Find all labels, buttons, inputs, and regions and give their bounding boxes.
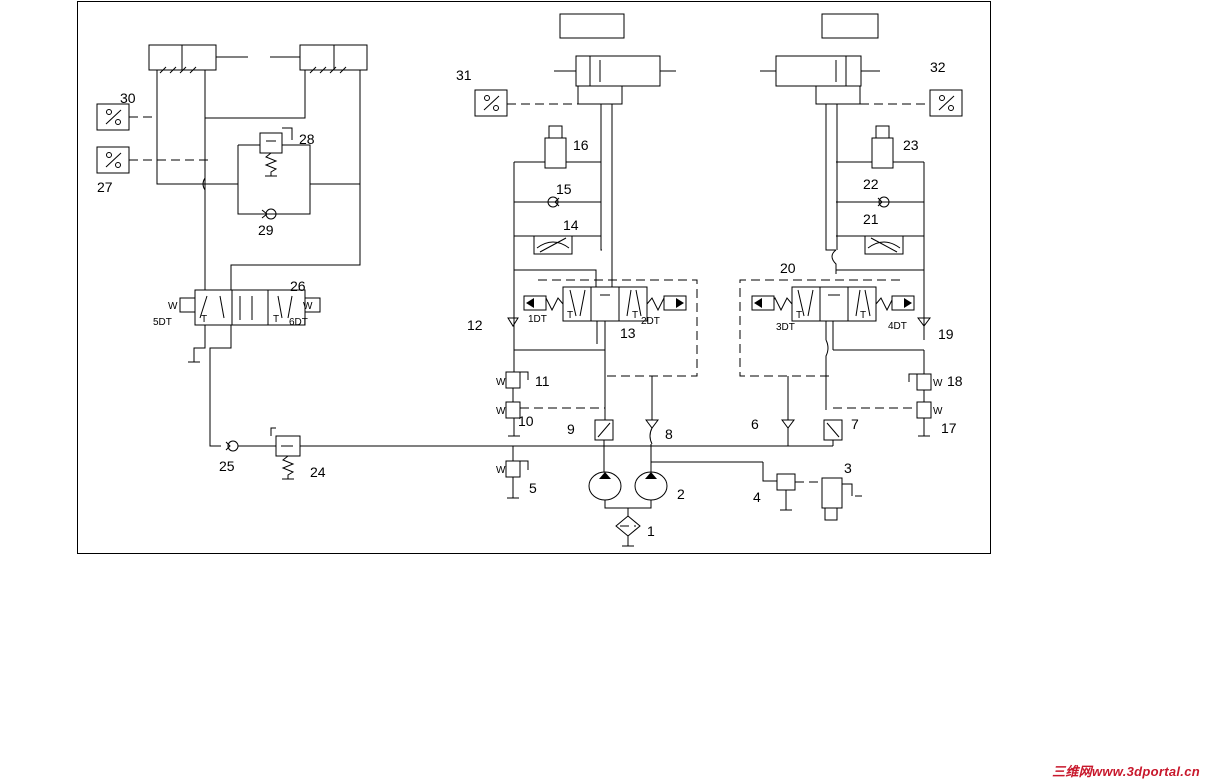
label-31: 31: [456, 67, 472, 83]
label-19: 19: [938, 326, 954, 342]
solenoid-2dt: 2DT: [641, 316, 660, 327]
spring-mark: W: [933, 406, 943, 417]
label-9: 9: [567, 421, 575, 437]
tank-port: T: [201, 314, 207, 325]
tank-port: T: [860, 310, 866, 321]
spring-mark: W: [496, 406, 506, 417]
label-21: 21: [863, 211, 879, 227]
tank-port: T: [796, 310, 802, 321]
spring-mark: W: [496, 465, 506, 476]
label-26: 26: [290, 278, 306, 294]
label-20: 20: [780, 260, 796, 276]
left-feed-circuit: [474, 13, 698, 499]
label-28: 28: [299, 131, 315, 147]
label-5: 5: [529, 480, 537, 496]
label-23: 23: [903, 137, 919, 153]
solenoid-labels: 1DT 2DT 3DT 4DT 5DT 6DT: [153, 314, 907, 333]
label-27: 27: [97, 179, 113, 195]
solenoid-6dt: 6DT: [289, 317, 308, 328]
label-10: 10: [518, 413, 534, 429]
site-watermark: 三维网www.3dportal.cn: [1052, 764, 1200, 779]
component-labels: 1 2 3 4 5 6 7 8 9 10 11 12 13 14 15 16 1…: [97, 59, 963, 539]
spring-mark: W: [496, 377, 506, 388]
pump-station: [588, 444, 763, 547]
label-3: 3: [844, 460, 852, 476]
label-1: 1: [647, 523, 655, 539]
label-29: 29: [258, 222, 274, 238]
port-symbols: T T T T T T W W W W W W W: [168, 301, 943, 476]
tank-port: T: [273, 314, 279, 325]
label-32: 32: [930, 59, 946, 75]
solenoid-3dt: 3DT: [776, 322, 795, 333]
solenoid-1dt: 1DT: [528, 314, 547, 325]
label-22: 22: [863, 176, 879, 192]
solenoid-4dt: 4DT: [888, 321, 907, 332]
label-6: 6: [751, 416, 759, 432]
label-30: 30: [120, 90, 136, 106]
clamp-circuit: [96, 44, 605, 480]
label-4: 4: [753, 489, 761, 505]
label-12: 12: [467, 317, 483, 333]
label-15: 15: [556, 181, 572, 197]
label-7: 7: [851, 416, 859, 432]
label-11: 11: [535, 373, 550, 389]
label-8: 8: [665, 426, 673, 442]
tank-port: T: [567, 310, 573, 321]
label-25: 25: [219, 458, 235, 474]
spring-mark: W: [168, 301, 178, 312]
label-13: 13: [620, 325, 636, 341]
label-24: 24: [310, 464, 326, 480]
tank-port: T: [632, 310, 638, 321]
spring-mark: W: [933, 378, 943, 389]
label-14: 14: [563, 217, 579, 233]
solenoid-5dt: 5DT: [153, 317, 172, 328]
right-feed-circuit: [605, 13, 963, 521]
label-18: 18: [947, 373, 963, 389]
label-16: 16: [573, 137, 589, 153]
diagram-frame: [77, 1, 991, 554]
label-2: 2: [677, 486, 685, 502]
label-17: 17: [941, 420, 957, 436]
spring-mark: W: [303, 301, 313, 312]
